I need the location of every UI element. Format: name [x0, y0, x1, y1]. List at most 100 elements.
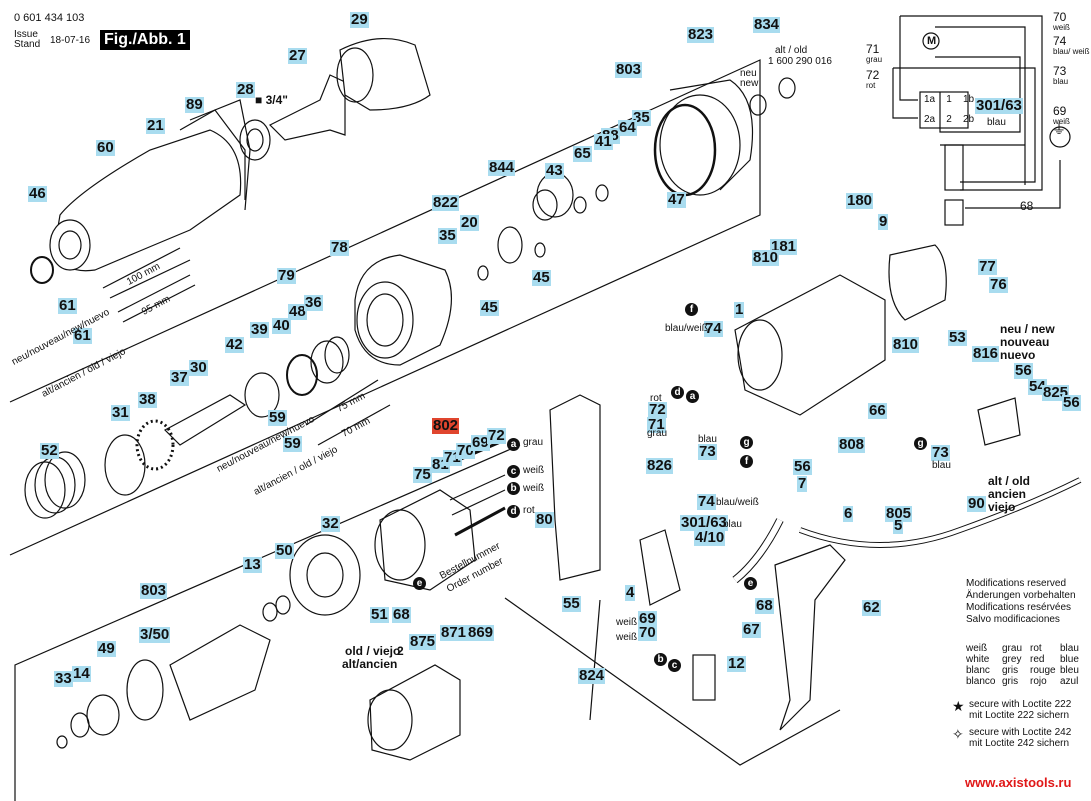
- part-label-803a: 803: [615, 61, 643, 78]
- part-label-77: 77: [978, 258, 997, 275]
- wire-74-color: blau/weiß: [716, 497, 759, 508]
- part-label-89: 89: [185, 96, 204, 113]
- part-label-70b: 70: [638, 624, 657, 641]
- star-filled-icon: ★: [952, 698, 965, 714]
- color-table-cell: rouge: [1030, 665, 1056, 676]
- wire-72-color: rot: [650, 393, 662, 404]
- color-table-cell: blanc: [966, 665, 990, 676]
- part-label-59a: 59: [268, 409, 287, 426]
- part-label-1: 1: [734, 301, 745, 318]
- part-label-53: 53: [948, 329, 967, 346]
- old-viejo-label: old / viejo: [345, 644, 401, 658]
- wire-b-color: weiß: [523, 483, 545, 494]
- connector-c: c: [507, 465, 520, 478]
- color-table-cell: blau: [1060, 643, 1079, 654]
- part-label-21: 21: [146, 117, 165, 134]
- part-label-47: 47: [667, 191, 686, 208]
- part-label-816: 816: [972, 345, 1000, 362]
- part-label-27: 27: [288, 47, 307, 64]
- part-label-64: 64: [618, 119, 637, 136]
- part-label-73a: 73: [931, 444, 950, 461]
- old-part-number: 1 600 290 016: [768, 56, 832, 67]
- part-label-45b: 45: [480, 299, 499, 316]
- connector-d: d: [507, 505, 520, 518]
- part-label-834: 834: [753, 16, 781, 33]
- part-label-41: 41: [594, 133, 613, 150]
- new-label: new: [740, 78, 759, 89]
- schematic-wire-68: 68: [1020, 199, 1034, 213]
- part-label-810a: 810: [752, 249, 780, 266]
- part-label-301-63b: 301/63: [975, 97, 1023, 114]
- part-label-43: 43: [545, 162, 564, 179]
- schematic-wire-color-74: blau/ weiß: [1053, 47, 1090, 56]
- part-label-4-10: 4/10: [694, 529, 726, 546]
- part-label-56b: 56: [1062, 394, 1081, 411]
- connector-e2: e: [744, 577, 757, 590]
- part-label-33: 33: [54, 670, 73, 687]
- part-label-6: 6: [843, 505, 854, 522]
- wire-73-color: blau: [698, 434, 717, 445]
- part-label-50: 50: [275, 542, 294, 559]
- part-label-823: 823: [687, 26, 715, 43]
- wire-c-color: weiß: [523, 465, 545, 476]
- part-label-67: 67: [742, 621, 761, 638]
- switch-color: blau: [723, 519, 742, 530]
- part-label-74b: 74: [697, 493, 716, 510]
- wire-69-color: weiß: [616, 617, 638, 628]
- wiring-schematic-lines: [892, 15, 1071, 226]
- part-label-822: 822: [432, 194, 460, 211]
- color-table-cell: gris: [1002, 665, 1019, 676]
- connector-f2: f: [685, 303, 698, 316]
- color-table-cell: azul: [1060, 676, 1079, 687]
- connector-b: b: [507, 482, 520, 495]
- part-label-70a: 70: [456, 442, 475, 459]
- part-label-80: 80: [535, 511, 554, 528]
- part-label-38: 38: [138, 391, 157, 408]
- connector-e: e: [413, 577, 426, 590]
- switch-pins-bottom: 2a 2 2b: [924, 114, 975, 125]
- part-label-56c: 56: [793, 458, 812, 475]
- part-label-60: 60: [96, 139, 115, 156]
- part-label-56a: 56: [1014, 362, 1033, 379]
- part-label-30: 30: [189, 359, 208, 376]
- old-block-1: alt / old: [988, 474, 1030, 488]
- color-table-cell: grau: [1002, 643, 1023, 654]
- part-label-61a: 61: [58, 297, 77, 314]
- new-block-3: nuevo: [1000, 348, 1036, 362]
- schematic-wire-color-69: weiß: [1053, 117, 1070, 126]
- part-label-13: 13: [243, 556, 262, 573]
- part-label-12: 12: [727, 655, 746, 672]
- part-label-72b: 72: [648, 401, 667, 418]
- connector-d2: d: [671, 386, 684, 399]
- figure-label: Fig./Abb. 1: [100, 30, 190, 50]
- part-label-31: 31: [111, 404, 130, 421]
- part-label-4: 4: [625, 584, 636, 601]
- group-frame-armature: [14, 444, 521, 801]
- color-table-cell: blue: [1060, 654, 1079, 665]
- part-label-808: 808: [838, 436, 866, 453]
- part-label-52: 52: [40, 442, 59, 459]
- part-label-37: 37: [170, 369, 189, 386]
- schematic-wire-color-73: blau: [1053, 77, 1069, 86]
- new-block-2: nouveau: [1000, 335, 1050, 349]
- color-table-cell: bleu: [1060, 665, 1079, 676]
- part-label-7: 7: [797, 475, 808, 492]
- schematic-wire-color-72: rot: [866, 81, 876, 90]
- connector-a2: a: [686, 390, 699, 403]
- website-link[interactable]: www.axistools.ru: [965, 775, 1072, 790]
- connector-b2: b: [654, 653, 667, 666]
- color-table-cell: rojo: [1030, 676, 1047, 687]
- part-label-71b: 71: [647, 416, 666, 433]
- part-number: 0 601 434 103: [14, 12, 85, 24]
- part-label-51: 51: [370, 606, 389, 623]
- part-label-803b: 803: [140, 582, 168, 599]
- schematic-wire-71: 71: [866, 42, 880, 56]
- schematic-wire-74: 74: [1053, 34, 1067, 48]
- part-label-79: 79: [277, 267, 296, 284]
- connector-g: g: [740, 436, 753, 449]
- part-label-61b: 61: [73, 327, 92, 344]
- part-label-68b: 68: [755, 597, 774, 614]
- part-label-74a: 74: [704, 320, 723, 337]
